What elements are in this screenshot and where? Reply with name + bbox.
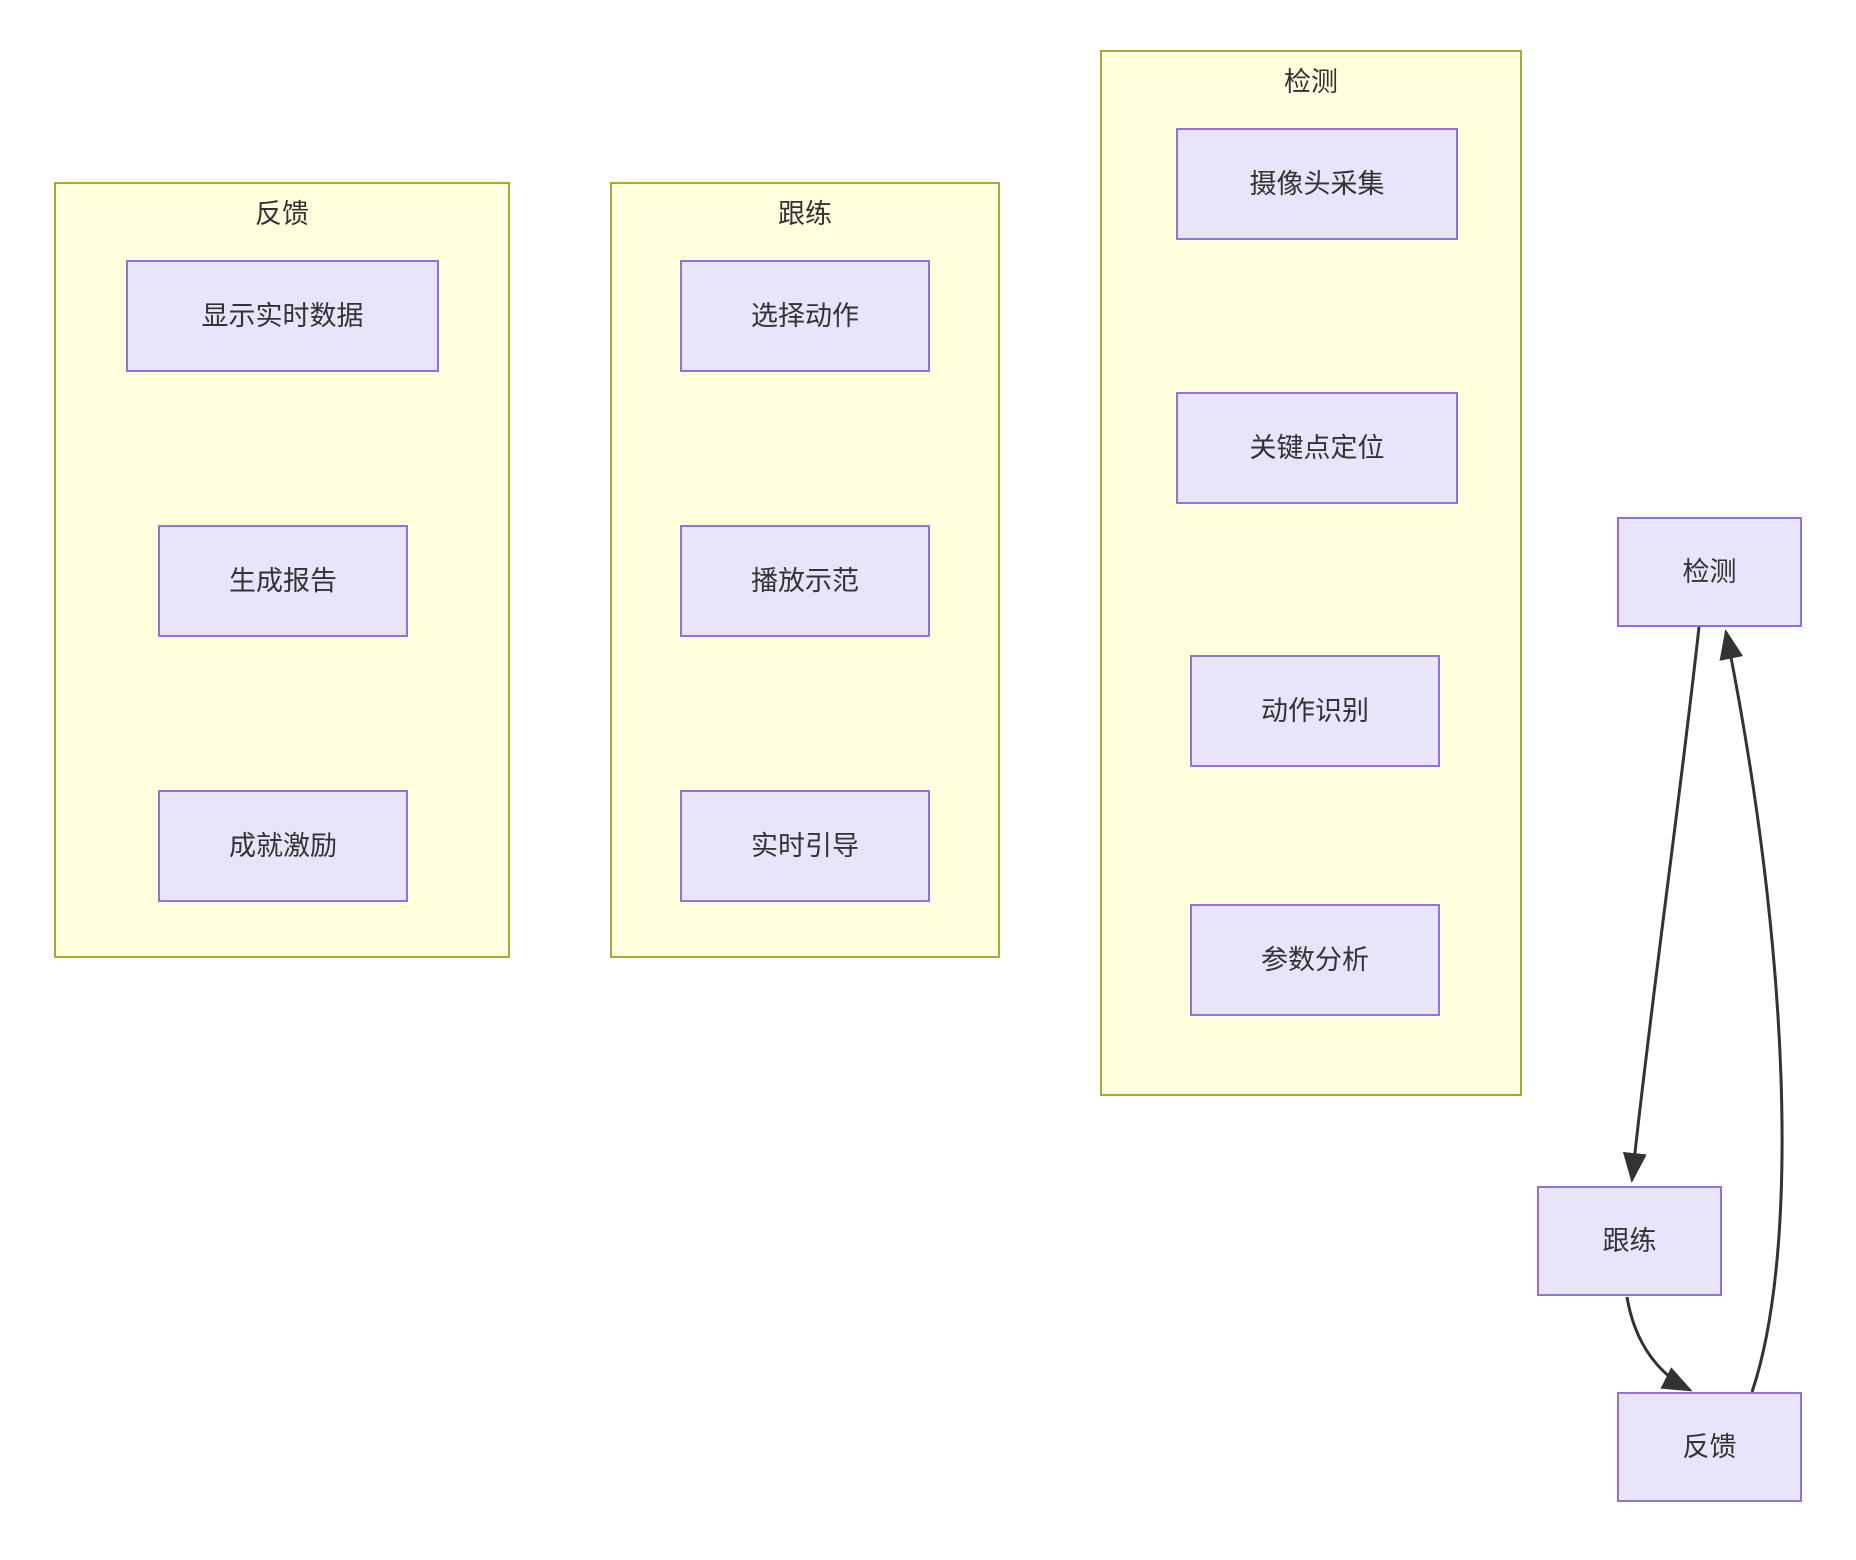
node-label: 反馈 bbox=[1682, 1431, 1737, 1462]
node-label: 摄像头采集 bbox=[1249, 168, 1385, 199]
node-label: 成就激励 bbox=[229, 830, 337, 861]
subgraph-title-feedback: 反馈 bbox=[255, 199, 309, 229]
node-label: 实时引导 bbox=[751, 830, 859, 861]
node-keypoint-localization[interactable]: 关键点定位 bbox=[1176, 392, 1458, 504]
node-camera-capture[interactable]: 摄像头采集 bbox=[1176, 128, 1458, 240]
node-realtime-guidance[interactable]: 实时引导 bbox=[680, 790, 930, 902]
node-detection[interactable]: 检测 bbox=[1617, 517, 1802, 627]
node-label: 显示实时数据 bbox=[201, 300, 364, 331]
node-feedback[interactable]: 反馈 bbox=[1617, 1392, 1802, 1502]
node-label: 生成报告 bbox=[229, 565, 337, 596]
node-parameter-analysis[interactable]: 参数分析 bbox=[1190, 904, 1440, 1016]
node-generate-report[interactable]: 生成报告 bbox=[158, 525, 408, 637]
edge-detection-to-coaching bbox=[1622, 626, 1701, 1183]
node-label: 选择动作 bbox=[751, 300, 859, 331]
node-coaching[interactable]: 跟练 bbox=[1537, 1186, 1722, 1296]
node-action-recognition[interactable]: 动作识别 bbox=[1190, 655, 1440, 767]
node-label: 跟练 bbox=[1602, 1225, 1657, 1256]
node-play-demo[interactable]: 播放示范 bbox=[680, 525, 930, 637]
edge-feedback-to-detection bbox=[1719, 629, 1784, 1393]
subgraph-title-coaching: 跟练 bbox=[778, 199, 832, 229]
node-label: 检测 bbox=[1682, 556, 1737, 587]
node-label: 播放示范 bbox=[751, 565, 859, 596]
subgraph-title-detection: 检测 bbox=[1284, 67, 1338, 97]
node-achievement-motivation[interactable]: 成就激励 bbox=[158, 790, 408, 902]
node-show-realtime-data[interactable]: 显示实时数据 bbox=[126, 260, 439, 372]
node-label: 参数分析 bbox=[1261, 944, 1369, 975]
node-label: 动作识别 bbox=[1261, 695, 1369, 726]
node-label: 关键点定位 bbox=[1249, 432, 1385, 463]
edge-coaching-to-feedback bbox=[1625, 1296, 1693, 1392]
node-select-action[interactable]: 选择动作 bbox=[680, 260, 930, 372]
